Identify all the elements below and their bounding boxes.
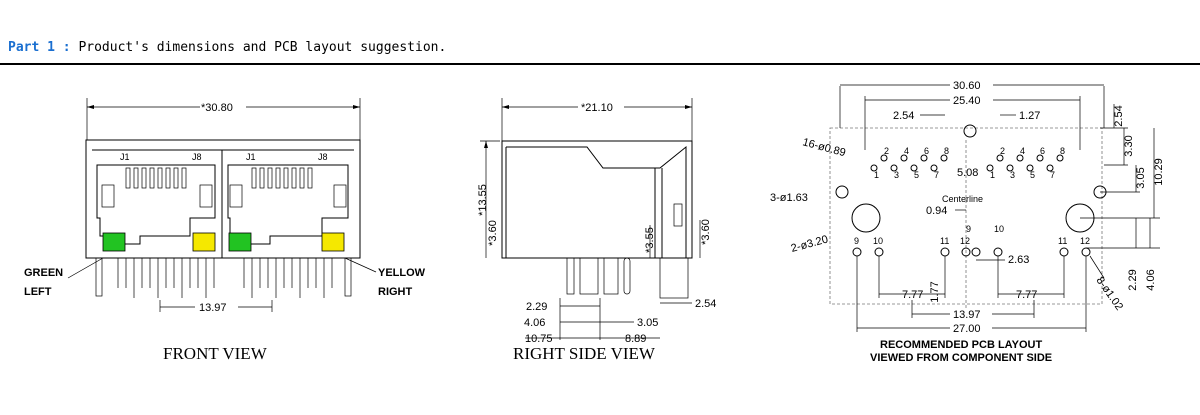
pcb-caption-line2: VIEWED FROM COMPONENT SIDE <box>870 352 1052 364</box>
pcb-hole3-label: 3-ø1.63 <box>770 192 808 204</box>
pin-number: 4 <box>904 146 909 156</box>
pcb-pitch-a: 2.54 <box>893 110 914 122</box>
front-port-right: J1 J8 <box>227 152 349 252</box>
pin-number: 1 <box>990 170 995 180</box>
pcb-hole2-label: 2-ø3.20 <box>790 233 830 254</box>
pin-number: 5 <box>914 170 919 180</box>
side-dim-bottom: 3.05 <box>637 317 658 329</box>
green-led-label: GREEN <box>24 267 63 279</box>
front-pin-label: J8 <box>318 152 328 162</box>
mount-hole-left <box>851 203 881 233</box>
side-view-caption: RIGHT SIDE VIEW <box>513 344 656 363</box>
led-pin-number: 12 <box>960 236 970 246</box>
pin-number: 7 <box>1050 170 1055 180</box>
led-pin-number: 12 <box>1080 236 1090 246</box>
pcb-right-a: 2.29 <box>1127 269 1139 290</box>
led-pins: 9 10 11 12 9 10 11 12 <box>852 224 1091 257</box>
pin-number: 1 <box>874 170 879 180</box>
centerline-label: Centerline <box>942 194 983 204</box>
yellow-led <box>321 232 345 252</box>
side-dim-bottom: 10.75 <box>525 333 553 345</box>
side-view: *21.10 *13.55 *3.60 *3.55 *3.60 2.29 4.0… <box>477 98 716 363</box>
pin-number: 5 <box>1030 170 1035 180</box>
led-pin-number: 10 <box>873 236 883 246</box>
pcb-layout: 30.60 25.40 2.54 1.27 2 4 6 8 2 4 6 8 <box>770 80 1165 364</box>
yellow-led-label: YELLOW <box>378 267 426 279</box>
center-hole <box>963 124 977 138</box>
pin-number: 4 <box>1020 146 1025 156</box>
part-title: Product's dimensions and PCB layout sugg… <box>78 40 447 55</box>
pin-number: 3 <box>894 170 899 180</box>
pcb-inner-dim: 25.40 <box>953 95 981 107</box>
side-dim-bottom: 8.89 <box>625 333 646 345</box>
pcb-side-c: 3.05 <box>1135 167 1147 188</box>
front-pin-label: J1 <box>246 152 256 162</box>
side-right-dim-b: *3.60 <box>700 219 712 245</box>
pcb-caption-line1: RECOMMENDED PCB LAYOUT <box>880 339 1042 351</box>
front-pins <box>95 257 352 298</box>
pin-number: 7 <box>934 170 939 180</box>
pin-number: 6 <box>924 146 929 156</box>
header-rule <box>0 63 1200 65</box>
pcb-offset-led: 2.63 <box>1008 254 1029 266</box>
shield-hole-left <box>835 185 849 199</box>
pcb-side-a: 2.54 <box>1113 105 1125 126</box>
led-pin-number: 10 <box>994 224 1004 234</box>
pcb-hole8-label: 8-ø1.02 <box>1094 275 1126 313</box>
pin-number: 6 <box>1040 146 1045 156</box>
front-pin-label: J1 <box>120 152 130 162</box>
front-view-caption: FRONT VIEW <box>163 344 268 363</box>
front-width-dim: *30.80 <box>201 102 233 114</box>
pcb-led-v: 1.77 <box>929 281 941 302</box>
side-dim-bottom: 2.54 <box>695 298 716 310</box>
pcb-bottom-b: 27.00 <box>953 323 981 335</box>
green-led <box>102 232 126 252</box>
side-depth-dim: *21.10 <box>581 102 613 114</box>
part-header: Part 1 : Product's dimensions and PCB la… <box>8 40 446 55</box>
yellow-led-sublabel: RIGHT <box>378 286 413 298</box>
pcb-pitch-b: 1.27 <box>1019 110 1040 122</box>
side-dim-bottom: 2.29 <box>526 301 547 313</box>
pcb-led-pitch-b: 7.77 <box>1016 289 1037 301</box>
front-pin-label: J8 <box>192 152 202 162</box>
side-right-dim-a: *3.55 <box>644 227 656 253</box>
pcb-led-pitch-a: 7.77 <box>902 289 923 301</box>
side-left-dim: *3.60 <box>487 220 499 246</box>
led-pin-number: 9 <box>854 236 859 246</box>
pin-number: 2 <box>884 146 889 156</box>
pcb-hole16-label: 16-ø0.89 <box>801 136 847 159</box>
pcb-overall-dim: 30.60 <box>953 80 981 92</box>
signal-pins: 2 4 6 8 2 4 6 8 1 3 5 7 1 3 5 7 <box>870 146 1065 180</box>
pcb-side-d: 10.29 <box>1153 158 1165 186</box>
front-port-left: J1 J8 <box>96 152 216 252</box>
green-led-sublabel: LEFT <box>24 286 52 298</box>
led-pin-number: 11 <box>1058 236 1067 246</box>
pcb-offset-small: 0.94 <box>926 205 947 217</box>
yellow-led <box>192 232 216 252</box>
pin-number: 8 <box>1060 146 1065 156</box>
pcb-right-b: 4.06 <box>1145 269 1157 290</box>
part-label: Part 1 <box>8 40 55 55</box>
pcb-center-offset: 5.08 <box>957 167 978 179</box>
side-pins <box>566 257 689 299</box>
part-separator: : <box>54 40 79 55</box>
pin-number: 2 <box>1000 146 1005 156</box>
pin-number: 3 <box>1010 170 1015 180</box>
led-pin-number: 11 <box>940 236 949 246</box>
side-height-dim: *13.55 <box>477 184 489 216</box>
green-led <box>228 232 252 252</box>
front-view: *30.80 J1 J8 J1 J8 <box>24 98 426 363</box>
led-pin-number: 9 <box>966 224 971 234</box>
pcb-bottom-a: 13.97 <box>953 309 981 321</box>
pcb-side-b: 3.30 <box>1123 135 1135 156</box>
front-pitch-dim: 13.97 <box>199 302 227 314</box>
side-dim-bottom: 4.06 <box>524 317 545 329</box>
pin-number: 8 <box>944 146 949 156</box>
